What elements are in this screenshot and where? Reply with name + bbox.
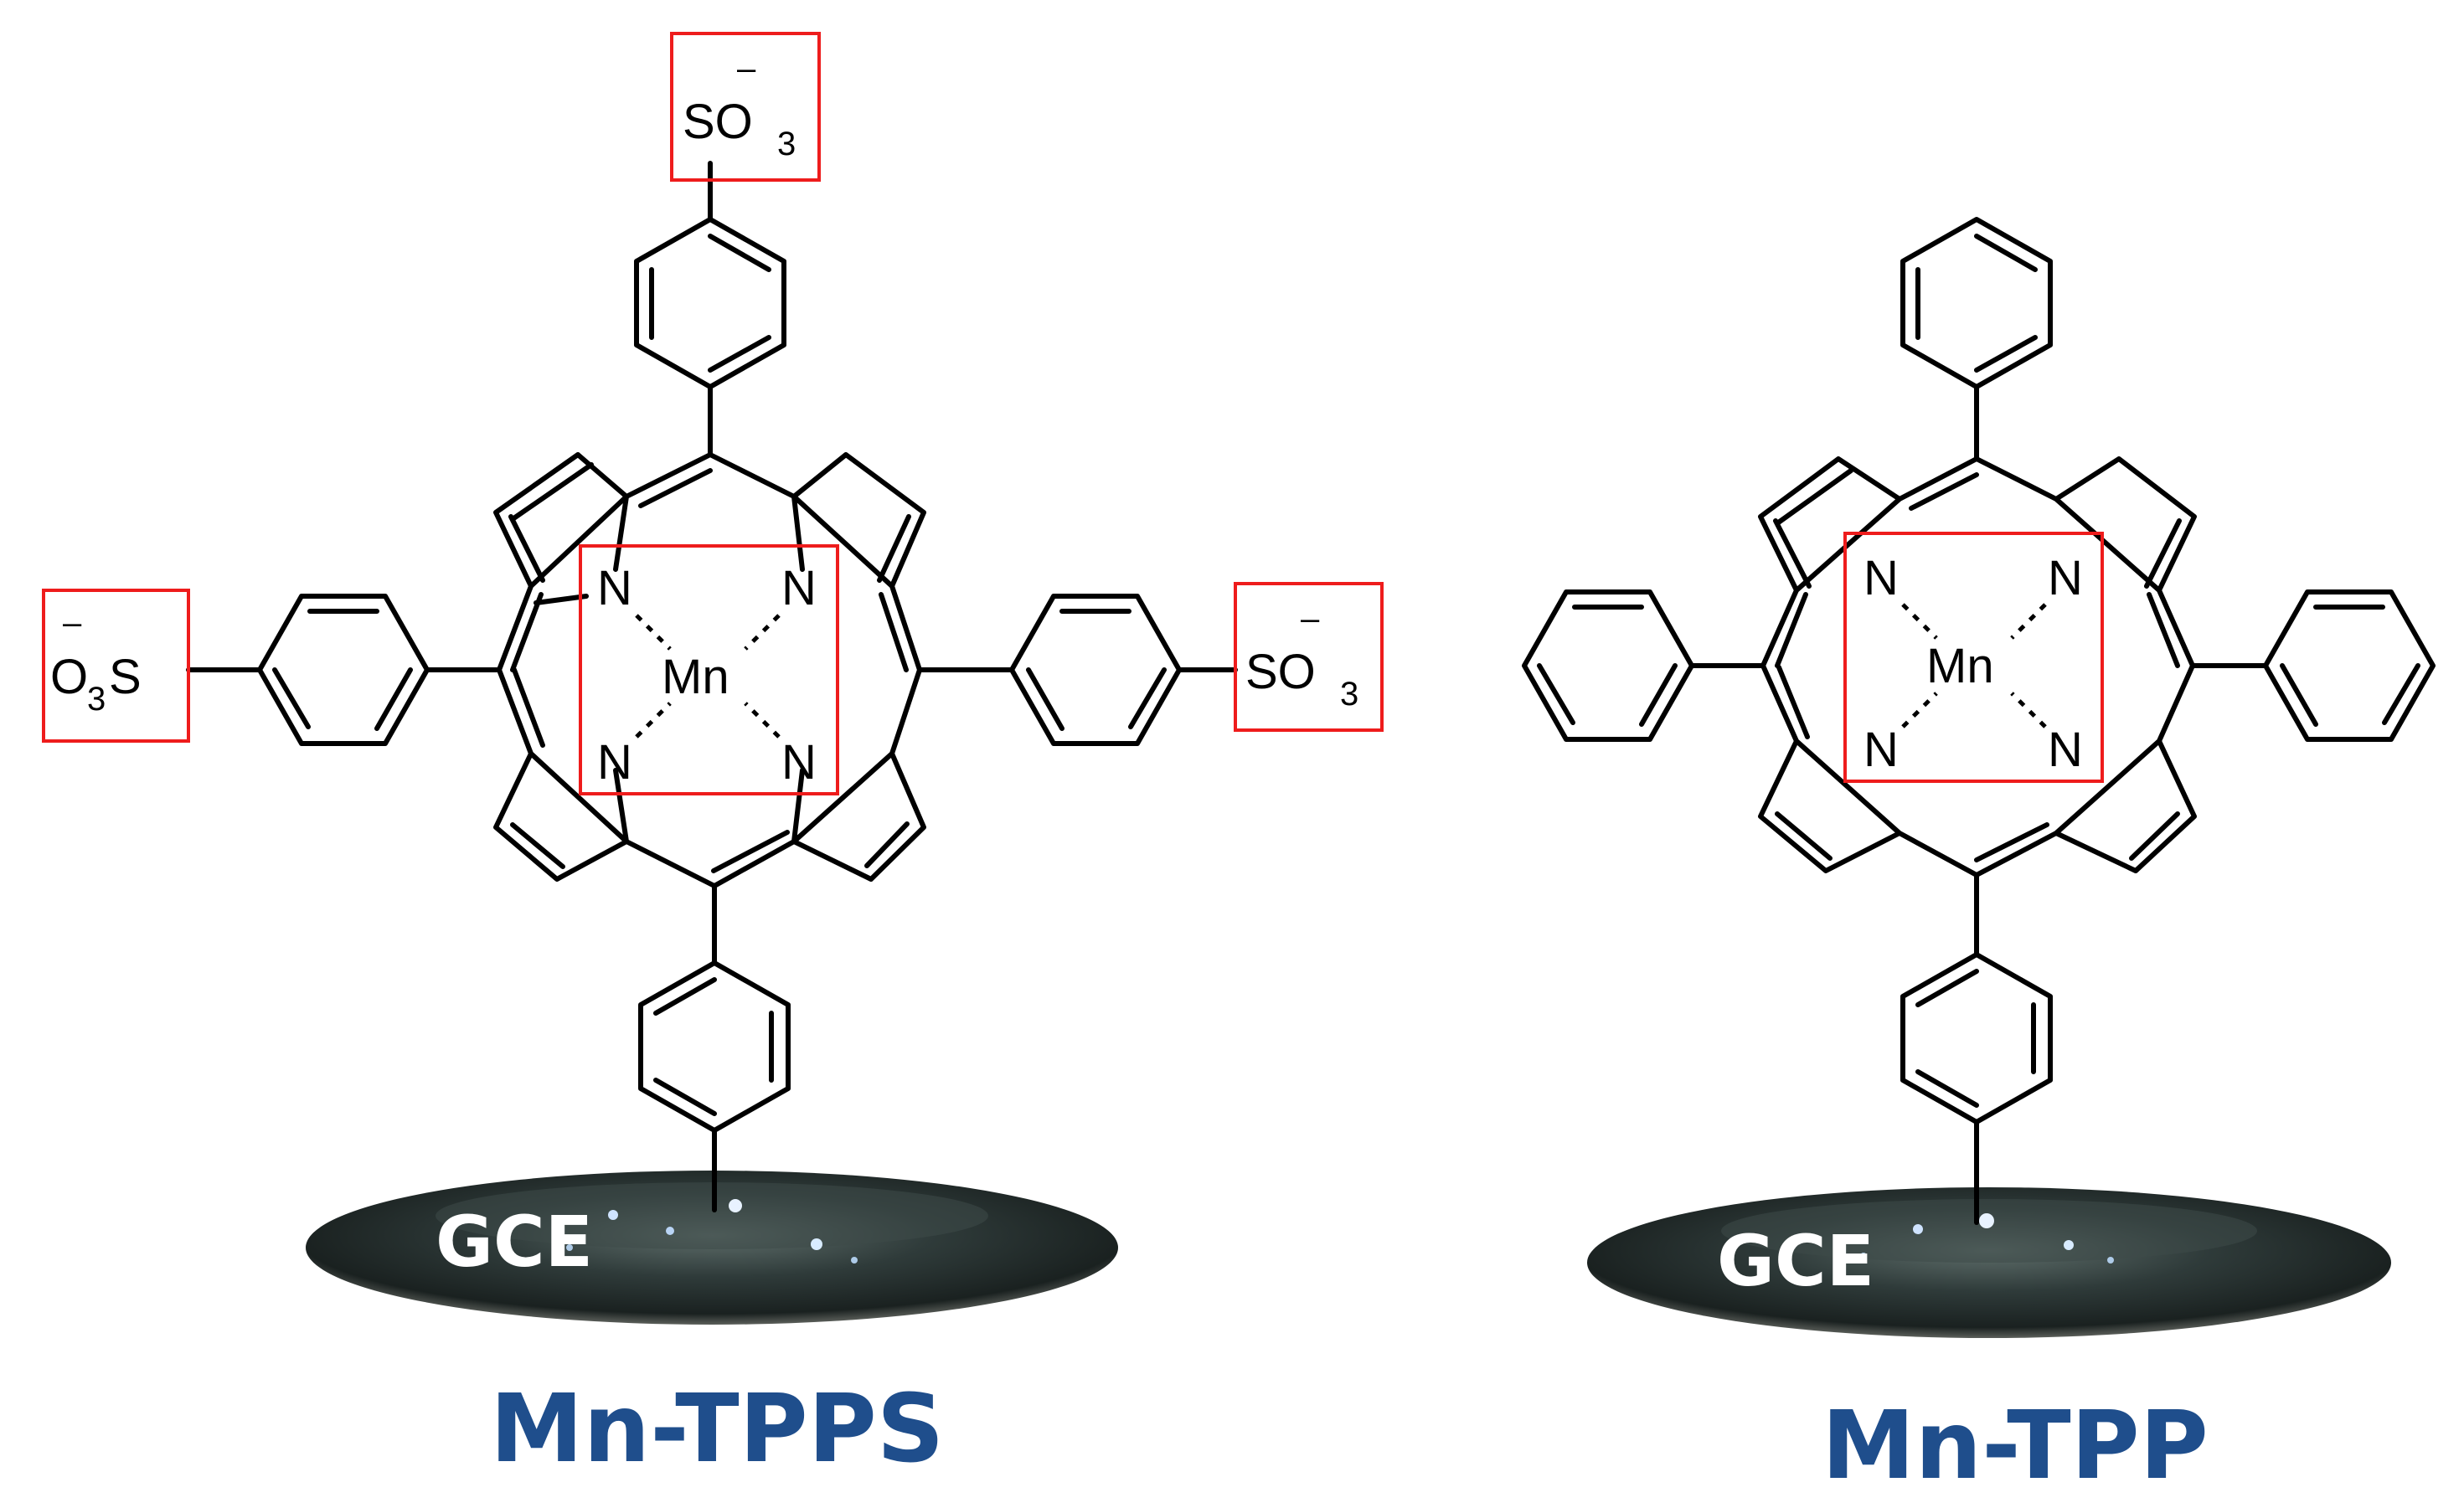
sulfonate-box-top <box>670 32 821 182</box>
svg-text:3: 3 <box>777 126 796 162</box>
phenyl-ring-right-right <box>2263 589 2436 742</box>
phenyl-ring-top-left <box>634 161 786 389</box>
phenyl-ring-right-left <box>1009 594 1238 746</box>
porphyrin-double-bonds-left <box>508 462 911 873</box>
phenyl-ring-left-right <box>1522 589 1694 742</box>
phenyl-ring-bottom-left <box>638 960 791 1212</box>
phenyl-ring-bottom-right <box>1900 952 2053 1225</box>
porphyrin-double-bonds-right <box>1773 468 2182 862</box>
svg-text:–: – <box>737 50 756 87</box>
sulfonate-group-top: SO 3 – <box>683 50 796 162</box>
n-atom-top-left: N <box>597 561 632 615</box>
n-atom-top-right: N <box>781 561 817 615</box>
svg-text:–: – <box>1301 600 1320 637</box>
sulfonate-group-left: O 3 S – <box>50 605 142 718</box>
n-atom-bottom-left-right: N <box>1863 723 1899 777</box>
mn-n4-highlight-box-left <box>579 544 839 795</box>
caption-mn-tpp: Mn-TPP <box>1822 1392 2209 1500</box>
gce-electrode-left: GCE <box>306 1171 1118 1325</box>
n-atom-bottom-right: N <box>781 735 817 790</box>
svg-text:3: 3 <box>1340 676 1358 713</box>
svg-text:O: O <box>50 650 88 704</box>
mn-atom-right: Mn <box>1926 639 1994 693</box>
n-atom-top-right-right: N <box>2048 551 2083 605</box>
phenyl-ring-top-right <box>1900 217 2053 389</box>
svg-text:–: – <box>63 605 82 641</box>
svg-text:3: 3 <box>87 681 106 718</box>
sulfonate-box-left <box>42 589 190 743</box>
phenyl-ring-left-left <box>186 594 430 746</box>
mn-tpps-structure: GCE N N N N Mn SO 3 – <box>42 32 1384 1484</box>
svg-text:S: S <box>109 650 142 704</box>
gce-label-right: GCE <box>1717 1220 1874 1302</box>
svg-text:SO: SO <box>1245 645 1316 699</box>
mn-n4-highlight-box-right <box>1843 532 2104 783</box>
gce-electrode-right: GCE <box>1587 1187 2391 1338</box>
sulfonate-box-right <box>1234 582 1384 732</box>
gce-label-left: GCE <box>436 1201 593 1283</box>
n-atom-bottom-left: N <box>597 735 632 790</box>
caption-mn-tpps: Mn-TPPS <box>490 1375 944 1484</box>
sulfonate-group-right: SO 3 – <box>1245 600 1358 713</box>
svg-text:SO: SO <box>683 95 753 149</box>
n-atom-bottom-right-right: N <box>2048 723 2083 777</box>
n-atom-top-left-right: N <box>1863 551 1899 605</box>
mn-tpp-structure: GCE N N N N Mn Mn-TPP <box>1522 217 2436 1500</box>
mn-atom-left: Mn <box>662 650 729 704</box>
porphyrin-core-right <box>1689 384 2268 957</box>
porphyrin-core-left <box>425 384 1014 965</box>
